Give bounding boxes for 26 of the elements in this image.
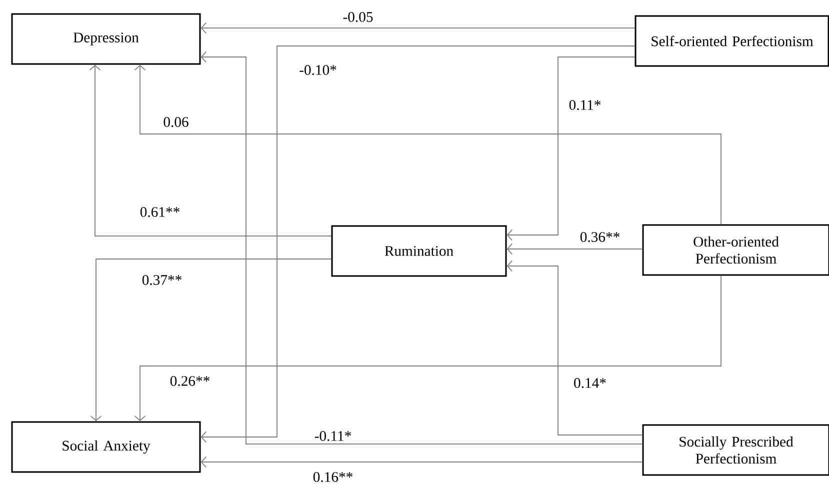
arrow [506,56,636,241]
arrow [90,258,332,422]
variable-box: Rumination [331,225,507,277]
edge-label: 0.61** [138,206,182,218]
variable-box: Socially Prescribed Perfectionism [642,424,829,476]
edge-label: 0.06 [162,116,190,128]
edge-label: 0.14* [572,376,608,390]
arrow [506,243,643,255]
arrow [134,64,722,225]
arrow [506,260,643,436]
edge-label: 0.11* [568,98,602,112]
variable-box: Other-oriented Perfectionism [642,224,829,276]
variable-box: Social Anxiety [11,421,201,473]
edge-label: 0.26** [168,374,212,388]
edge-label: -0.05 [342,10,374,24]
arrow [134,275,722,422]
arrow [200,22,636,34]
edge-label: 0.36** [578,230,622,244]
edge-label: 0.16** [312,470,354,484]
edge-label: -0.10* [298,64,338,76]
edge-label: 0.37** [140,274,184,286]
variable-box: Self-oriented Perfectionism [634,15,829,67]
arrow [200,456,643,468]
arrow [89,64,332,236]
variable-box: Depression [11,13,201,65]
edge-label: -0.11* [313,430,353,442]
